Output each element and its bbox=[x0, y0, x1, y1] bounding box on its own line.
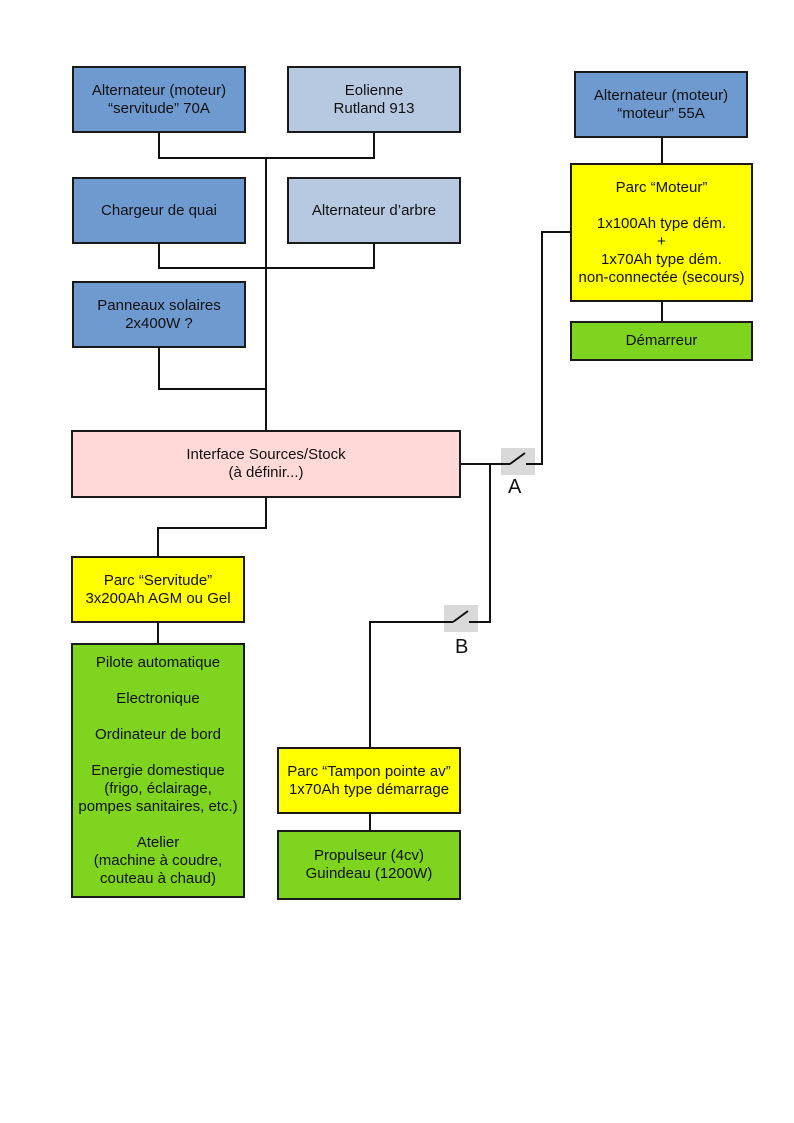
box-propulseur-guindeau: Propulseur (4cv) Guindeau (1200W) bbox=[277, 830, 461, 900]
wire-switch-b-tampon bbox=[369, 621, 444, 747]
box-demarreur-label: Démarreur bbox=[625, 332, 698, 349]
wire-switch-a-moteur bbox=[535, 231, 571, 465]
box-parc-moteur: Parc “Moteur” 1x100Ah type dém. + 1x70Ah… bbox=[570, 163, 753, 302]
box-alternateur-moteur-label: Alternateur (moteur) “moteur” 55A bbox=[593, 86, 729, 122]
box-interface-sources-stock: Interface Sources/Stock (à définir...) bbox=[71, 430, 461, 498]
box-parc-servitude: Parc “Servitude” 3x200Ah AGM ou Gel bbox=[71, 556, 245, 623]
box-alternateur-servitude-label: Alternateur (moteur) “servitude” 70A bbox=[91, 81, 227, 117]
wire-chargeur-quai bbox=[158, 244, 266, 269]
wire-interface-switch-b bbox=[478, 464, 491, 623]
box-chargeur-quai: Chargeur de quai bbox=[72, 177, 246, 244]
switch-b-label: B bbox=[455, 636, 469, 658]
box-consommateurs-label: Pilote automatique Electronique Ordinate… bbox=[78, 653, 238, 887]
box-alternateur-arbre-label: Alternateur d’arbre bbox=[311, 201, 437, 219]
box-chargeur-quai-label: Chargeur de quai bbox=[101, 201, 217, 219]
box-parc-servitude-label: Parc “Servitude” 3x200Ah AGM ou Gel bbox=[85, 571, 231, 607]
wire-eolienne bbox=[266, 133, 375, 159]
box-eolienne-label: Eolienne Rutland 913 bbox=[333, 81, 415, 117]
wire-alt-arbre bbox=[266, 244, 375, 269]
box-propulseur-label: Propulseur (4cv) Guindeau (1200W) bbox=[305, 847, 433, 882]
box-panneaux-solaires-label: Panneaux solaires 2x400W ? bbox=[97, 296, 221, 332]
box-parc-tampon: Parc “Tampon pointe av” 1x70Ah type déma… bbox=[277, 747, 461, 814]
wire-interface-servitude bbox=[157, 498, 267, 556]
box-consommateurs-servitude: Pilote automatique Electronique Ordinate… bbox=[71, 643, 245, 898]
wire-panneaux bbox=[158, 348, 266, 390]
switch-a-label: A bbox=[508, 476, 522, 498]
box-alternateur-arbre: Alternateur d’arbre bbox=[287, 177, 461, 244]
box-interface-label: Interface Sources/Stock (à définir...) bbox=[186, 446, 346, 481]
box-parc-moteur-label: Parc “Moteur” 1x100Ah type dém. + 1x70Ah… bbox=[578, 178, 745, 286]
box-alternateur-moteur: Alternateur (moteur) “moteur” 55A bbox=[574, 71, 748, 138]
box-alternateur-servitude: Alternateur (moteur) “servitude” 70A bbox=[72, 66, 246, 133]
switch-b[interactable] bbox=[444, 605, 478, 632]
box-demarreur: Démarreur bbox=[570, 321, 753, 361]
box-eolienne: Eolienne Rutland 913 bbox=[287, 66, 461, 133]
box-parc-tampon-label: Parc “Tampon pointe av” 1x70Ah type déma… bbox=[287, 762, 451, 798]
box-panneaux-solaires: Panneaux solaires 2x400W ? bbox=[72, 281, 246, 348]
wire-alt-servitude bbox=[158, 133, 266, 159]
switch-a[interactable] bbox=[501, 448, 535, 475]
